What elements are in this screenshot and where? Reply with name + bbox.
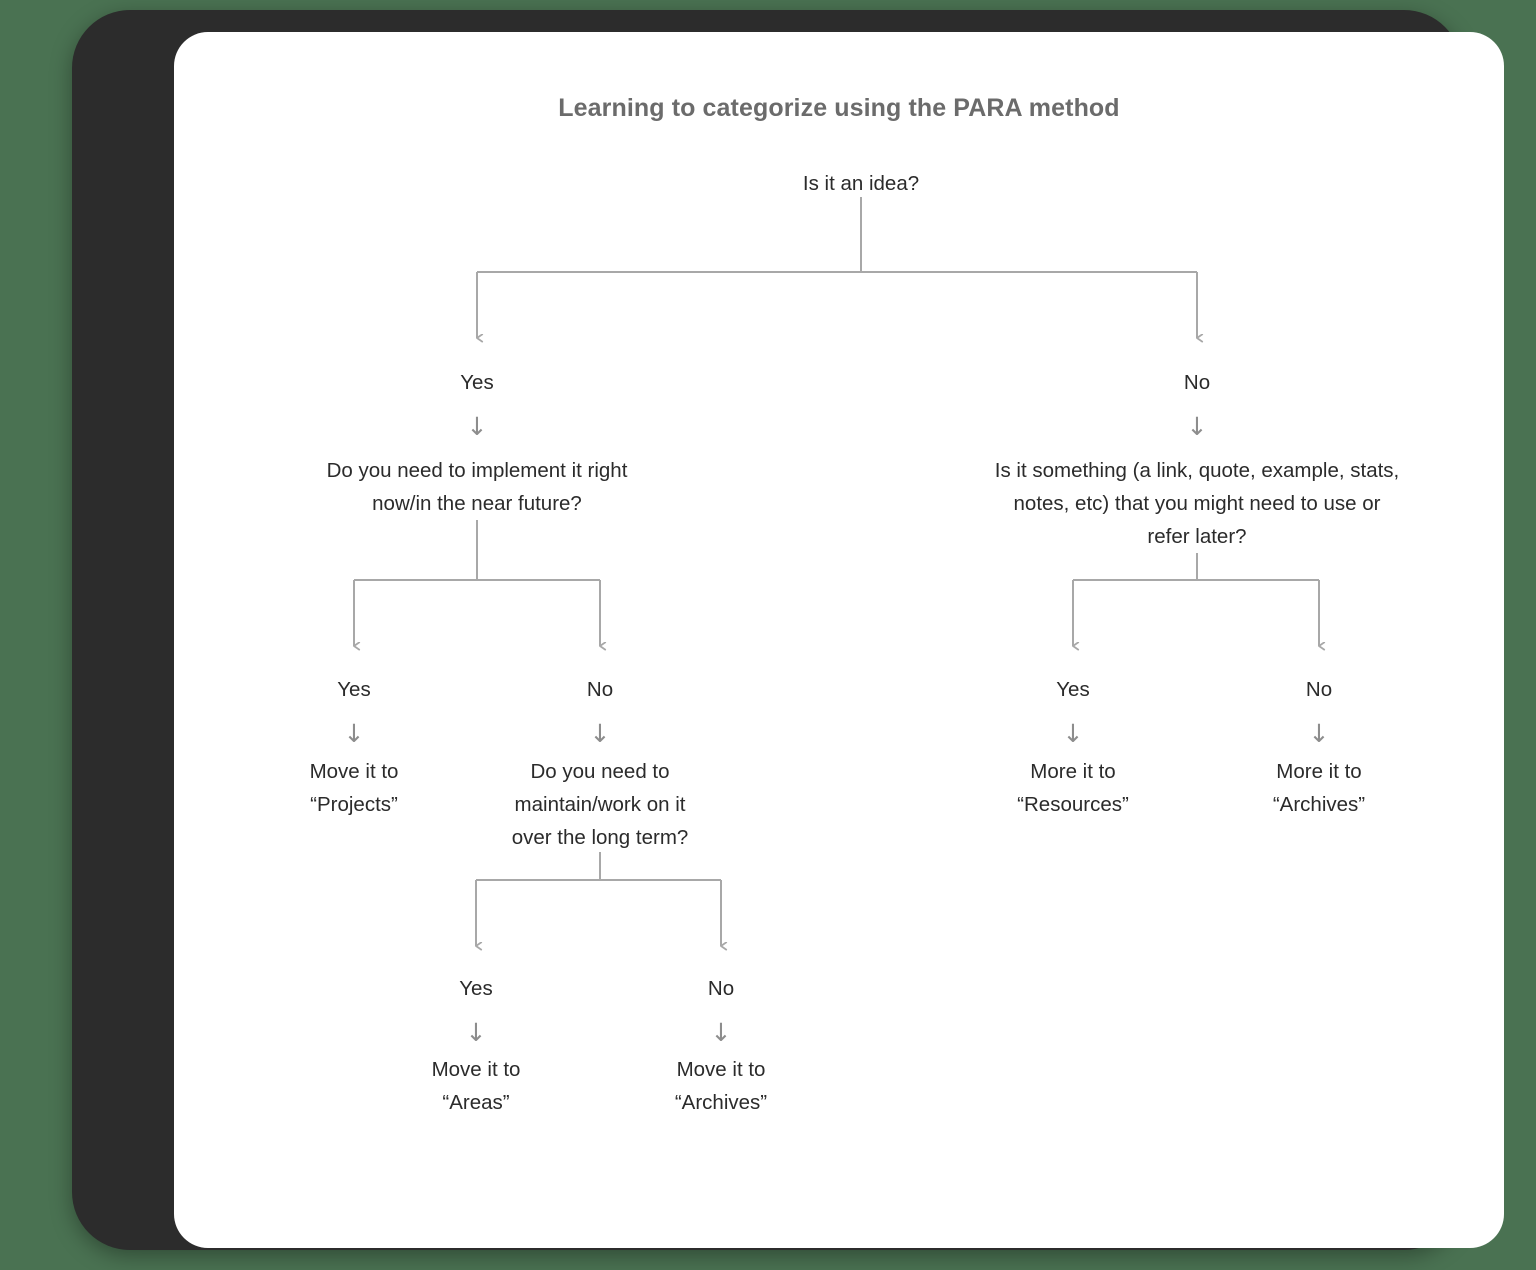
- connector-layer: [353, 197, 1504, 1248]
- device-screen: Learning to categorize using the PARA me…: [174, 32, 1504, 1248]
- arrow-down-icon-right-no: ↓: [1308, 719, 1330, 748]
- arrow-down-icon-right-yes: ↓: [1062, 719, 1084, 748]
- node-left-yes-leaf: Move it to “Projects”: [309, 760, 399, 816]
- arrow-down-icon-root-no: ↓: [1186, 412, 1208, 441]
- node-right-no-leaf: More it to “Archives”: [1272, 760, 1366, 816]
- edge-label-right-yes: Yes: [1056, 678, 1090, 701]
- arrow-down-icon-deep-no: ↓: [710, 1018, 732, 1047]
- edge-label-left-no: No: [586, 678, 614, 701]
- edge-label-left-yes: Yes: [337, 678, 371, 701]
- node-left-no-question: Do you need to maintain/work on it over …: [511, 760, 689, 849]
- node-root: Is it an idea?: [802, 172, 920, 195]
- device-frame: Learning to categorize using the PARA me…: [72, 10, 1504, 1250]
- node-right-yes-leaf: More it to “Resources”: [1017, 760, 1129, 816]
- edge-label-root-yes: Yes: [460, 371, 494, 394]
- node-right-question: Is it something (a link, quote, example,…: [994, 459, 1400, 548]
- edge-label-right-no: No: [1305, 678, 1333, 701]
- edge-label-deep-yes: Yes: [459, 977, 493, 1000]
- edge-label-deep-no: No: [707, 977, 735, 1000]
- arrow-down-icon-deep-yes: ↓: [465, 1018, 487, 1047]
- arrow-down-icon-left-yes: ↓: [343, 719, 365, 748]
- edge-label-root-no: No: [1183, 371, 1211, 394]
- diagram-title: Learning to categorize using the PARA me…: [558, 94, 1120, 122]
- arrow-down-icon-root-yes: ↓: [466, 412, 488, 441]
- node-left-question: Do you need to implement it right now/in…: [326, 459, 628, 515]
- node-deep-no-leaf: Move it to “Archives”: [674, 1058, 768, 1114]
- arrow-down-icon-left-no: ↓: [589, 719, 611, 748]
- flowchart-canvas: Learning to categorize using the PARA me…: [174, 32, 1504, 1248]
- node-deep-yes-leaf: Move it to “Areas”: [431, 1058, 521, 1114]
